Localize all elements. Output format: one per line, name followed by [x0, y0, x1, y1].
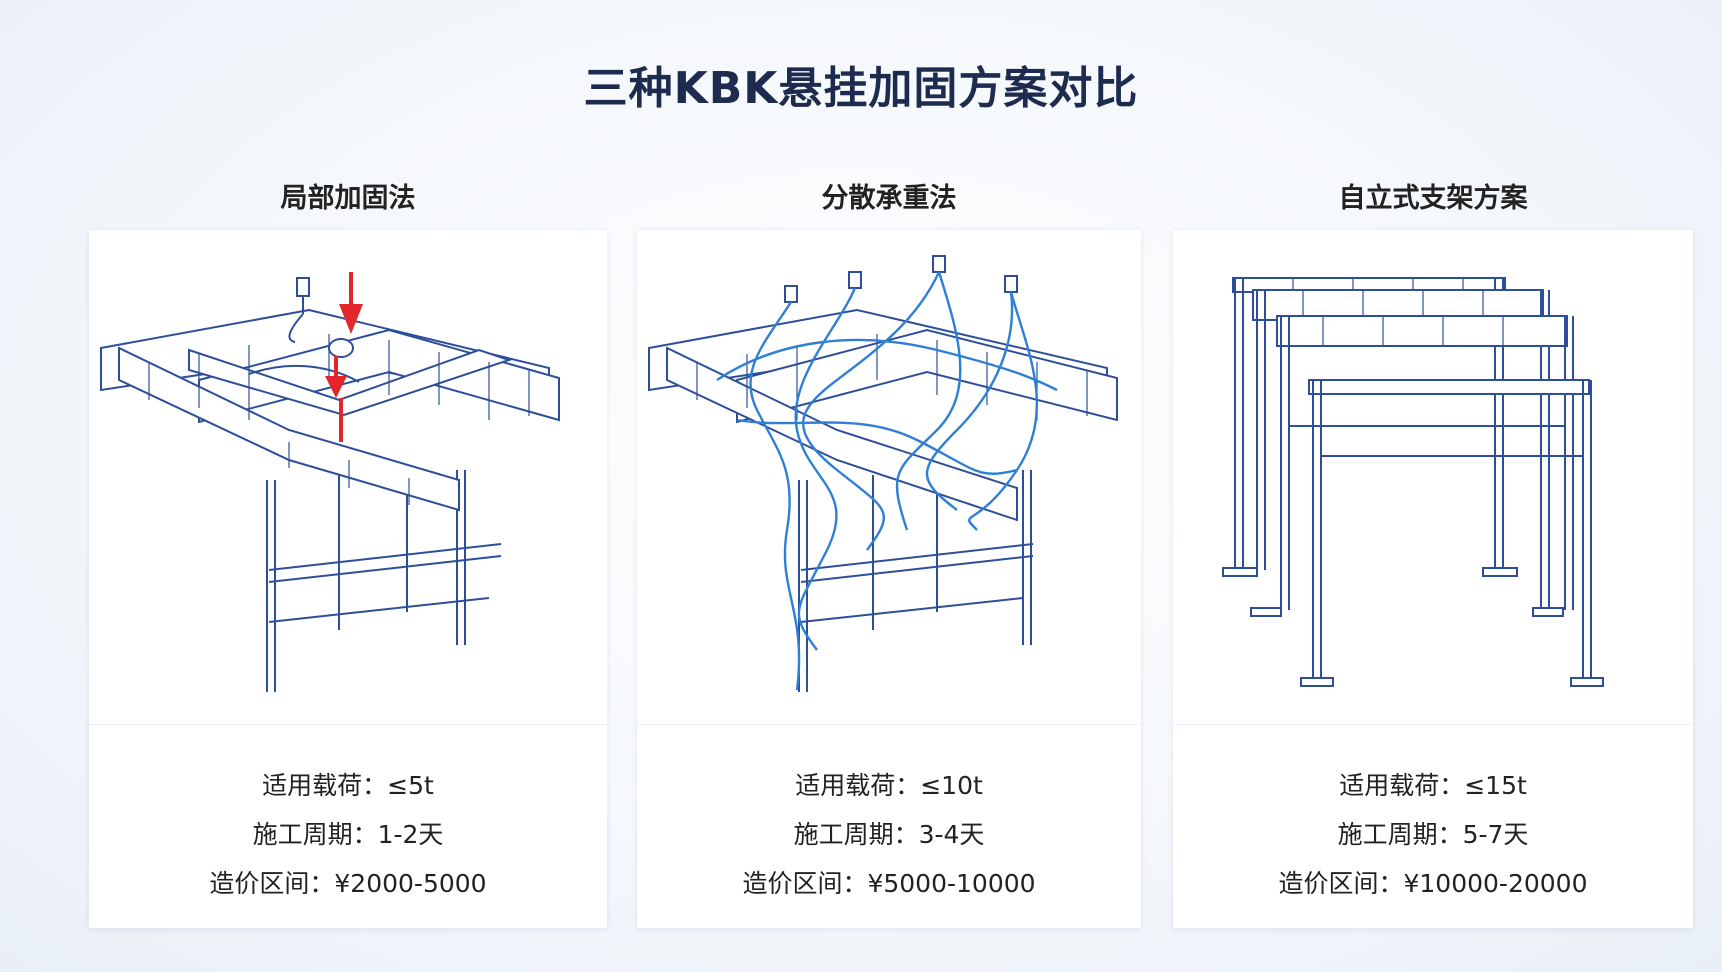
freestanding-frame-svg — [1222, 277, 1604, 687]
distributed-load-drawing — [637, 230, 1141, 725]
panel-local-reinforcement: 适用载荷：≤5t 施工周期：1-2天 造价区间：¥2000-5000 — [89, 230, 607, 928]
cost-spec: 造价区间：¥10000-20000 — [1278, 869, 1588, 898]
panel-title-freestanding-frame: 自立式支架方案 — [1338, 183, 1528, 214]
panel-distributed-load: 适用载荷：≤10t 施工周期：3-4天 造价区间：¥5000-10000 — [637, 230, 1141, 928]
load-spec: 适用载荷：≤15t — [1339, 771, 1527, 800]
load-spec: 适用载荷：≤5t — [262, 771, 434, 800]
cost-spec: 造价区间：¥2000-5000 — [209, 869, 487, 898]
local-reinforcement-svg — [100, 272, 560, 692]
freestanding-frame-drawing — [1173, 230, 1693, 725]
period-spec: 施工周期：5-7天 — [1337, 820, 1529, 849]
panel-title-local-reinforcement: 局部加固法 — [280, 183, 416, 214]
period-spec: 施工周期：1-2天 — [252, 820, 444, 849]
cost-spec: 造价区间：¥5000-10000 — [742, 869, 1036, 898]
period-spec: 施工周期：3-4天 — [793, 820, 985, 849]
page-title: 三种KBK悬挂加固方案对比 — [583, 63, 1139, 114]
distributed-load-svg — [648, 255, 1118, 692]
local-reinforcement-drawing — [89, 230, 607, 725]
panel-freestanding-frame: 适用载荷：≤15t 施工周期：5-7天 造价区间：¥10000-20000 — [1173, 230, 1693, 928]
panel-title-distributed-load: 分散承重法 — [821, 183, 957, 214]
load-spec: 适用载荷：≤10t — [795, 771, 983, 800]
